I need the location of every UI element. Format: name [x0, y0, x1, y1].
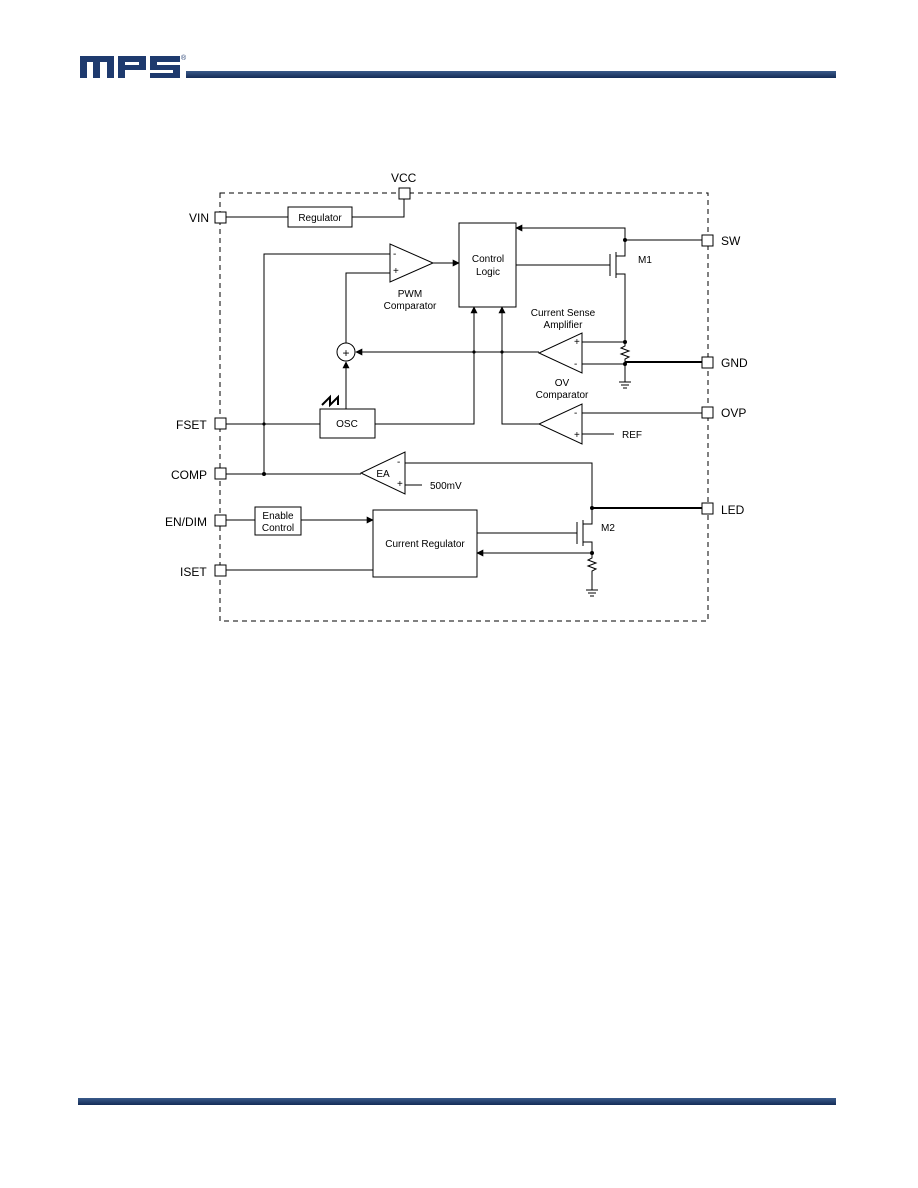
pin-sw-label: SW [721, 234, 741, 248]
pin-vcc-box [398, 187, 411, 200]
pin-gnd-label: GND [721, 356, 748, 370]
ground-symbol [619, 381, 631, 389]
enable-control-label-2: Control [262, 523, 294, 534]
osc-label: OSC [336, 419, 358, 430]
pin-ovp-label: OVP [721, 406, 746, 420]
svg-text:+: + [574, 430, 580, 441]
svg-text:-: - [574, 359, 577, 370]
ov-comparator [537, 403, 583, 445]
pwm-comparator [389, 243, 435, 283]
iset-sense-resistor [586, 553, 598, 590]
summing-node [336, 342, 356, 362]
pin-iset-box [214, 564, 227, 577]
pin-endim-box [214, 514, 227, 527]
pin-led-label: LED [721, 503, 745, 517]
header-rule [186, 71, 836, 78]
m2-label: M2 [601, 523, 615, 534]
svg-text:-: - [574, 408, 577, 419]
control-logic-block [458, 222, 517, 308]
pin-iset-label: ISET [180, 565, 207, 579]
pwm-comparator-label-2: Comparator [384, 301, 437, 312]
svg-text:+: + [342, 346, 349, 360]
pin-sw-box [701, 234, 714, 247]
pin-gnd-box [701, 356, 714, 369]
control-logic-label-1: Control [472, 254, 504, 265]
control-logic-label-2: Logic [476, 267, 500, 278]
ref-label: REF [622, 430, 642, 441]
current-regulator-label: Current Regulator [385, 539, 465, 550]
pin-ovp-box [701, 406, 714, 419]
pin-comp-box [214, 467, 227, 480]
svg-text:+: + [393, 266, 399, 277]
ea-label: EA [376, 469, 390, 480]
pin-endim-label: EN/DIM [165, 515, 207, 529]
pin-comp-label: COMP [171, 468, 207, 482]
pwm-comparator-label-1: PWM [398, 289, 422, 300]
sawtooth-icon [321, 394, 339, 408]
regulator-label: Regulator [298, 213, 342, 224]
pin-fset-label: FSET [176, 418, 207, 432]
enable-control-label-1: Enable [262, 511, 294, 522]
pin-vin-box [214, 211, 227, 224]
enable-control-block [254, 506, 302, 536]
error-amplifier [359, 451, 406, 495]
current-sense-amplifier [537, 332, 583, 374]
sense-resistor [619, 342, 631, 364]
current-regulator-block [372, 509, 478, 578]
ref-500mv-label: 500mV [430, 481, 462, 492]
svg-text:+: + [574, 337, 580, 348]
pin-vcc-label: VCC [391, 171, 417, 185]
mps-logo: ® [80, 54, 187, 78]
ground-symbol-2 [586, 589, 598, 597]
svg-text:+: + [397, 479, 403, 490]
svg-text:-: - [393, 249, 396, 260]
registered-mark: ® [181, 54, 187, 62]
footer-rule [78, 1098, 836, 1105]
svg-text:-: - [397, 457, 400, 468]
pin-vin-label: VIN [189, 211, 209, 225]
current-sense-label-2: Amplifier [544, 320, 584, 331]
m1-mosfet [516, 240, 626, 342]
pin-led-box [701, 502, 714, 515]
current-sense-label-1: Current Sense [531, 308, 596, 319]
ov-comparator-label-1: OV [555, 378, 570, 389]
m2-mosfet [477, 508, 593, 556]
pin-fset-box [214, 417, 227, 430]
osc-block [319, 408, 376, 439]
ov-comparator-label-2: Comparator [536, 390, 589, 401]
m1-label: M1 [638, 255, 652, 266]
